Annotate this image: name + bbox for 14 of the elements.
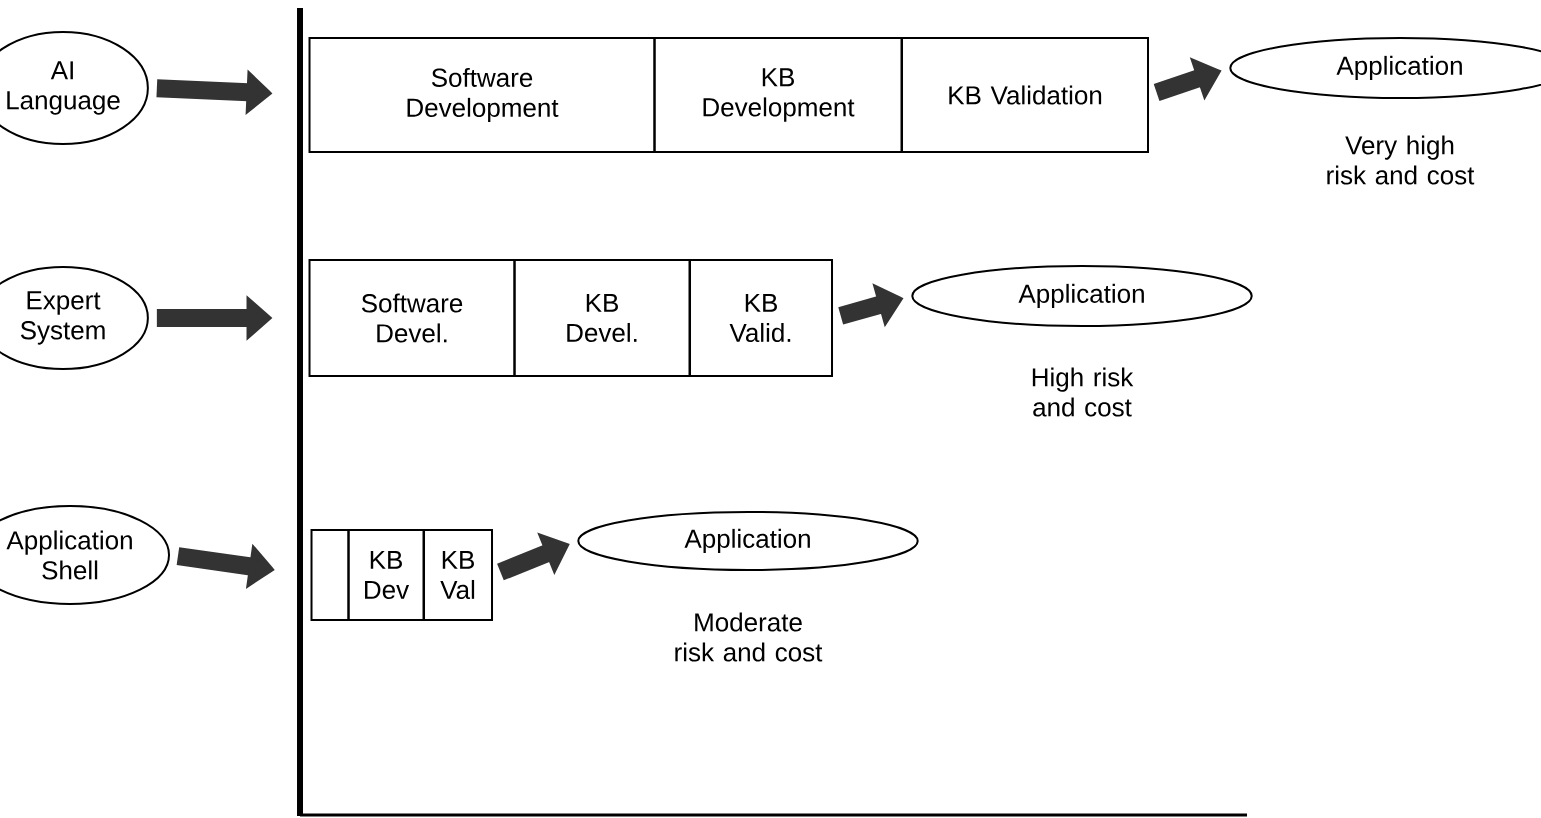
process-box: KB Devel. bbox=[513, 259, 691, 377]
risk-note: Moderate risk and cost bbox=[675, 612, 823, 662]
process-box: Software Development bbox=[308, 37, 656, 153]
process-box: KB Valid. bbox=[689, 259, 833, 377]
process-box: KB Val bbox=[423, 529, 493, 621]
risk-note: Very high risk and cost bbox=[1327, 135, 1475, 185]
process-box: Software Devel. bbox=[308, 259, 516, 377]
ellipse-node: Application bbox=[911, 265, 1253, 327]
risk-note: High risk and cost bbox=[1032, 367, 1134, 417]
process-box: KB Dev bbox=[347, 529, 425, 621]
empty-box bbox=[310, 529, 350, 621]
process-box: KB Validation bbox=[901, 37, 1149, 153]
process-box: KB Development bbox=[653, 37, 903, 153]
ellipse-node: Application bbox=[577, 511, 919, 571]
